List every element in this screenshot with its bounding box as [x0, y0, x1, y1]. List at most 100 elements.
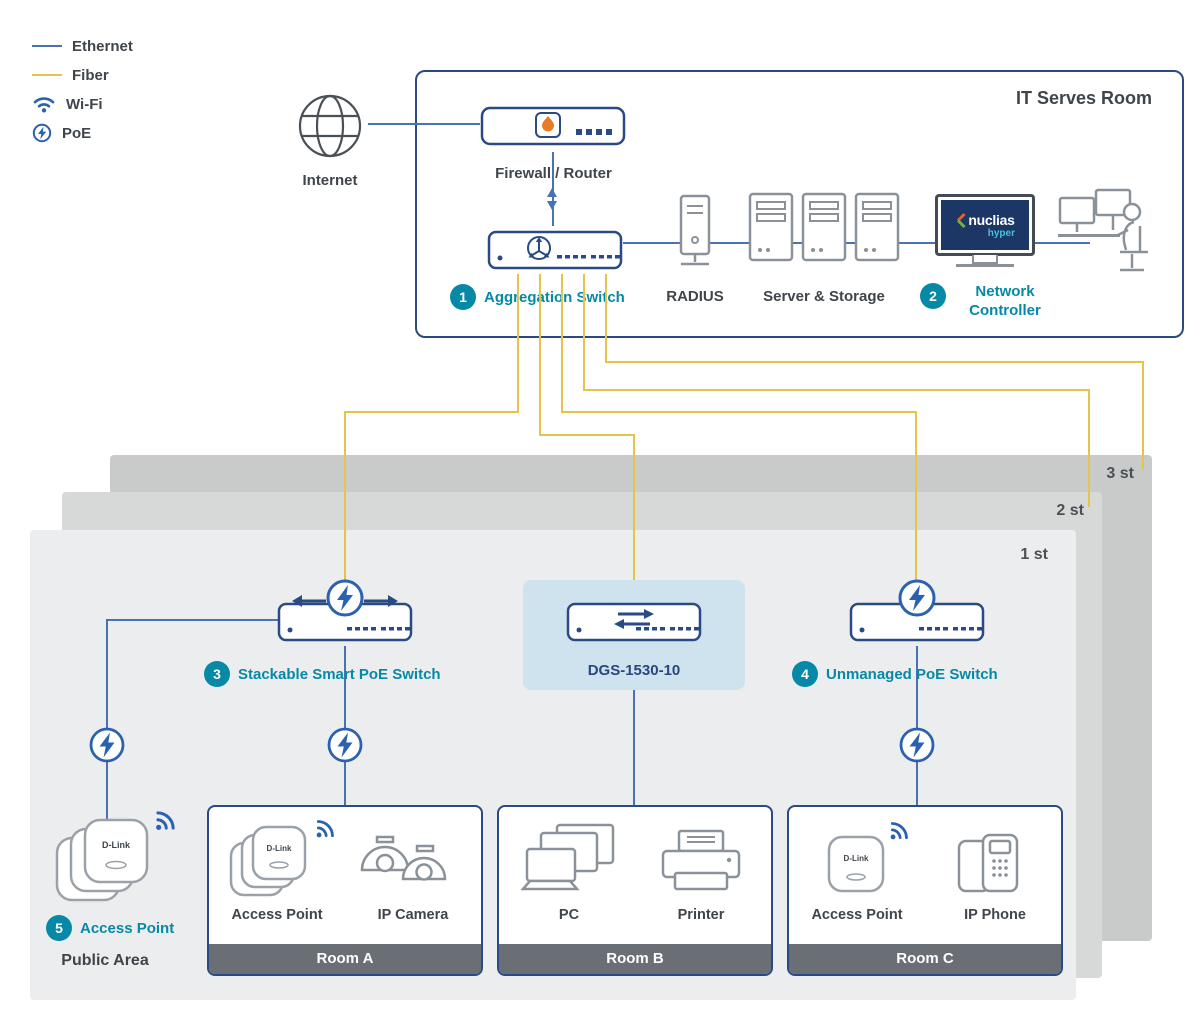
fiber-line [583, 274, 585, 390]
room-name-bar: Room C [789, 944, 1061, 974]
wifi-icon [32, 94, 56, 114]
ethernet-line [916, 646, 918, 806]
network-controller-label-line2: Controller [969, 302, 1041, 319]
aggregation-switch-label: Aggregation Switch [484, 289, 625, 306]
fiber-line [539, 434, 635, 436]
poe-icon [325, 578, 365, 618]
legend-wifi: Wi-Fi [32, 94, 133, 114]
legend-label-fiber: Fiber [72, 66, 109, 84]
network-controller-label: Network Controller [950, 282, 1060, 320]
ip-phone-icon [955, 831, 1035, 897]
fiber-line [344, 411, 346, 600]
firewall-label: Firewall / Router [495, 165, 612, 182]
dlink-logo-text: D-Link [102, 840, 131, 850]
radius-label: RADIUS [666, 288, 724, 305]
nuclias-brand-text: nuclias [968, 212, 1015, 228]
fiber-line [1142, 361, 1144, 469]
fiber-line [561, 411, 917, 413]
ip-camera-icon [359, 833, 455, 891]
arrow-up-icon [547, 188, 557, 197]
step-badge-4: 4 [792, 661, 818, 687]
dlink-logo-text: D-Link [844, 854, 869, 863]
poe-icon [88, 726, 126, 764]
ethernet-line-swatch [32, 45, 62, 47]
device-label: IP Phone [964, 907, 1026, 923]
legend-poe: PoE [32, 123, 133, 143]
wifi-icon [307, 813, 341, 847]
flame-icon [542, 116, 554, 132]
ethernet-line [368, 123, 480, 125]
server-storage-label: Server & Storage [763, 288, 885, 305]
ethernet-line [106, 619, 108, 829]
step-badge-1: 1 [450, 284, 476, 310]
network-controller-monitor: nuclias hyper [935, 194, 1035, 256]
nuclias-logo: nuclias hyper [941, 200, 1029, 250]
fiber-line [605, 274, 607, 362]
poe-icon [898, 726, 936, 764]
access-point-stack: D-Link [55, 818, 151, 904]
fiber-line [561, 274, 563, 412]
poe-icon [326, 726, 364, 764]
fiber-line [633, 434, 635, 582]
fiber-line [583, 389, 1090, 391]
public-area-label: Public Area [61, 952, 149, 969]
wifi-icon [146, 804, 183, 841]
device-label: PC [558, 907, 580, 923]
poe-icon [897, 578, 937, 618]
access-point-icon: D-Link [827, 835, 885, 893]
legend: Ethernet Fiber Wi-Fi [32, 36, 133, 143]
room-c-box: D-Link Access Point [787, 805, 1063, 976]
public-access-point-label: Access Point [80, 920, 175, 937]
it-room-title: IT Serves Room [1015, 88, 1152, 108]
stackable-switch-label: Stackable Smart PoE Switch [238, 666, 441, 683]
stacking-arrows-icon [292, 592, 398, 610]
nuclias-chevron-icon [957, 212, 966, 228]
unmanaged-switch-label: Unmanaged PoE Switch [826, 666, 998, 683]
floor-2-label: 2 st [1056, 502, 1084, 519]
nuclias-sub-text: hyper [987, 227, 1015, 239]
wifi-icon [881, 815, 915, 849]
step-badge-3: 3 [204, 661, 230, 687]
step-badge-5: 5 [46, 915, 72, 941]
ethernet-line [344, 646, 346, 806]
monitor-stand [972, 255, 998, 264]
monitor-base [956, 264, 1014, 267]
firewall-router-device [480, 100, 626, 152]
dgs-1530-10-device [566, 598, 702, 646]
device-label: Access Point [231, 907, 323, 923]
switch-arrows-icon [614, 609, 654, 629]
internet-globe-icon [292, 88, 368, 164]
fiber-line [344, 411, 519, 413]
operator-workstation [1058, 186, 1150, 280]
legend-label-ethernet: Ethernet [72, 37, 133, 55]
fiber-line [1088, 389, 1090, 507]
access-point-stack: D-Link [229, 825, 311, 899]
fiber-line-swatch [32, 74, 62, 76]
legend-label-wifi: Wi-Fi [66, 95, 103, 113]
legend-ethernet: Ethernet [32, 36, 133, 56]
arrow-down-icon [547, 201, 557, 210]
dlink-logo-text: D-Link [267, 844, 292, 853]
server-storage-device [748, 190, 900, 272]
device-label: IP Camera [377, 907, 449, 923]
network-controller-label-line1: Network [975, 283, 1035, 300]
legend-fiber: Fiber [32, 65, 133, 85]
legend-label-poe: PoE [62, 124, 92, 142]
room-name-bar: Room A [209, 944, 481, 974]
step-badge-2: 2 [920, 283, 946, 309]
internet-label: Internet [302, 172, 358, 189]
dgs-label: DGS-1530-10 [587, 662, 681, 679]
ethernet-line [633, 690, 635, 806]
ethernet-line [106, 619, 279, 621]
room-name-bar: Room B [499, 944, 771, 974]
pc-icon [521, 823, 617, 895]
aggregation-switch-device [487, 226, 623, 274]
room-a-box: D-Link Access Point [207, 805, 483, 976]
floor-3-label: 3 st [1106, 465, 1134, 482]
device-label: Access Point [811, 907, 903, 923]
radius-server-device [673, 194, 717, 270]
room-b-box: PC Printer Room B [497, 805, 773, 976]
fiber-line [539, 274, 541, 436]
poe-icon [32, 123, 52, 143]
